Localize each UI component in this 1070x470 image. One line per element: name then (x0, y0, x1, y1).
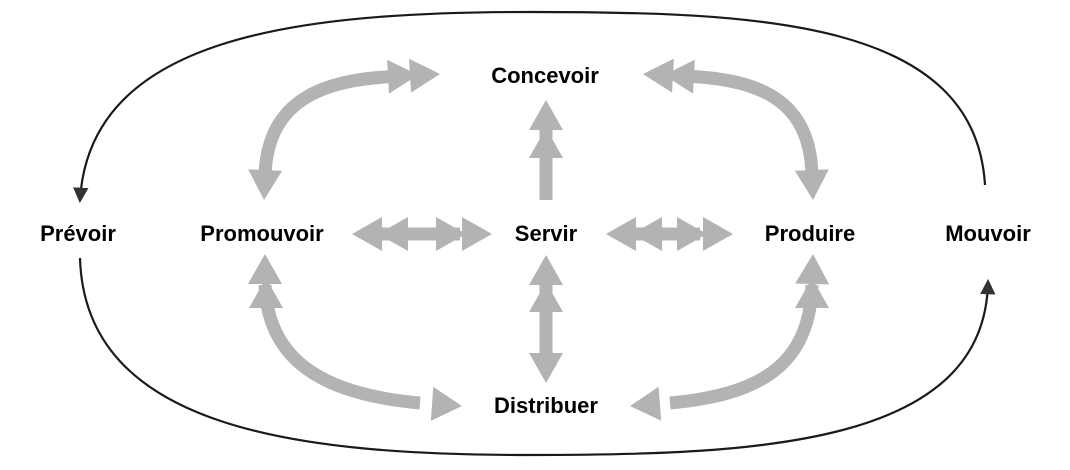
arrow-promouvoir-concevoir-head-top (409, 58, 440, 93)
arrow-servir-distribuer-head-top-2 (529, 282, 563, 312)
arrow-concevoir-produire-head-bottom (794, 169, 829, 200)
node-distribuer: Distribuer (494, 393, 598, 418)
arrow-promouvoir-distribuer-head-right (430, 386, 462, 421)
arrow-distribuer-produire-head-left (630, 386, 662, 421)
arrow-servir-produire-head-left-2 (632, 217, 662, 251)
arrow-promouvoir-distribuer-shaft (258, 284, 421, 410)
arrow-promouvoir-distribuer-head-top (248, 254, 282, 284)
arrow-promouvoir-servir-head-left-2 (378, 217, 408, 251)
arrow-servir-distribuer-head-top (529, 255, 563, 285)
arrow-promouvoir-servir-head-left (352, 217, 382, 251)
arrow-distribuer-produire-head-top-2 (795, 278, 829, 308)
thick-arrows (248, 58, 830, 421)
arrow-servir-concevoir-head (529, 100, 563, 130)
arrow-concevoir-produire-head-top-2 (664, 59, 695, 94)
arrow-servir-produire-head-right (703, 217, 733, 251)
arrow-promouvoir-servir-head-right (462, 217, 492, 251)
node-concevoir: Concevoir (491, 63, 599, 88)
arrow-concevoir-produire-head-top (643, 58, 674, 93)
arrow-distribuer-produire-head-top (795, 254, 830, 285)
arrow-servir-distribuer-head-bottom (529, 353, 563, 383)
arrow-promouvoir-concevoir-head-top-2 (387, 59, 418, 94)
node-promouvoir: Promouvoir (200, 221, 324, 246)
node-produire: Produire (765, 221, 855, 246)
outer-loop-top-arc (73, 10, 987, 204)
arrow-distribuer-produire-shaft (669, 284, 819, 410)
node-mouvoir: Mouvoir (945, 221, 1031, 246)
arrow-promouvoir-concevoir-shaft (258, 69, 406, 176)
node-prevoir: Prévoir (40, 221, 116, 246)
arrow-servir-concevoir-head-2 (529, 128, 563, 158)
arrow-servir-produire-head-left (606, 217, 636, 251)
arrow-promouvoir-distribuer-head-top-2 (249, 278, 283, 308)
node-servir: Servir (515, 221, 578, 246)
arrow-promouvoir-concevoir-head-bottom (248, 169, 283, 200)
arrow-promouvoir-servir-head-right-2 (436, 217, 466, 251)
outer-loop-bottom-arc (78, 257, 996, 457)
arrow-concevoir-produire-shaft (679, 69, 819, 176)
arrow-servir-produire-head-right-2 (677, 217, 707, 251)
